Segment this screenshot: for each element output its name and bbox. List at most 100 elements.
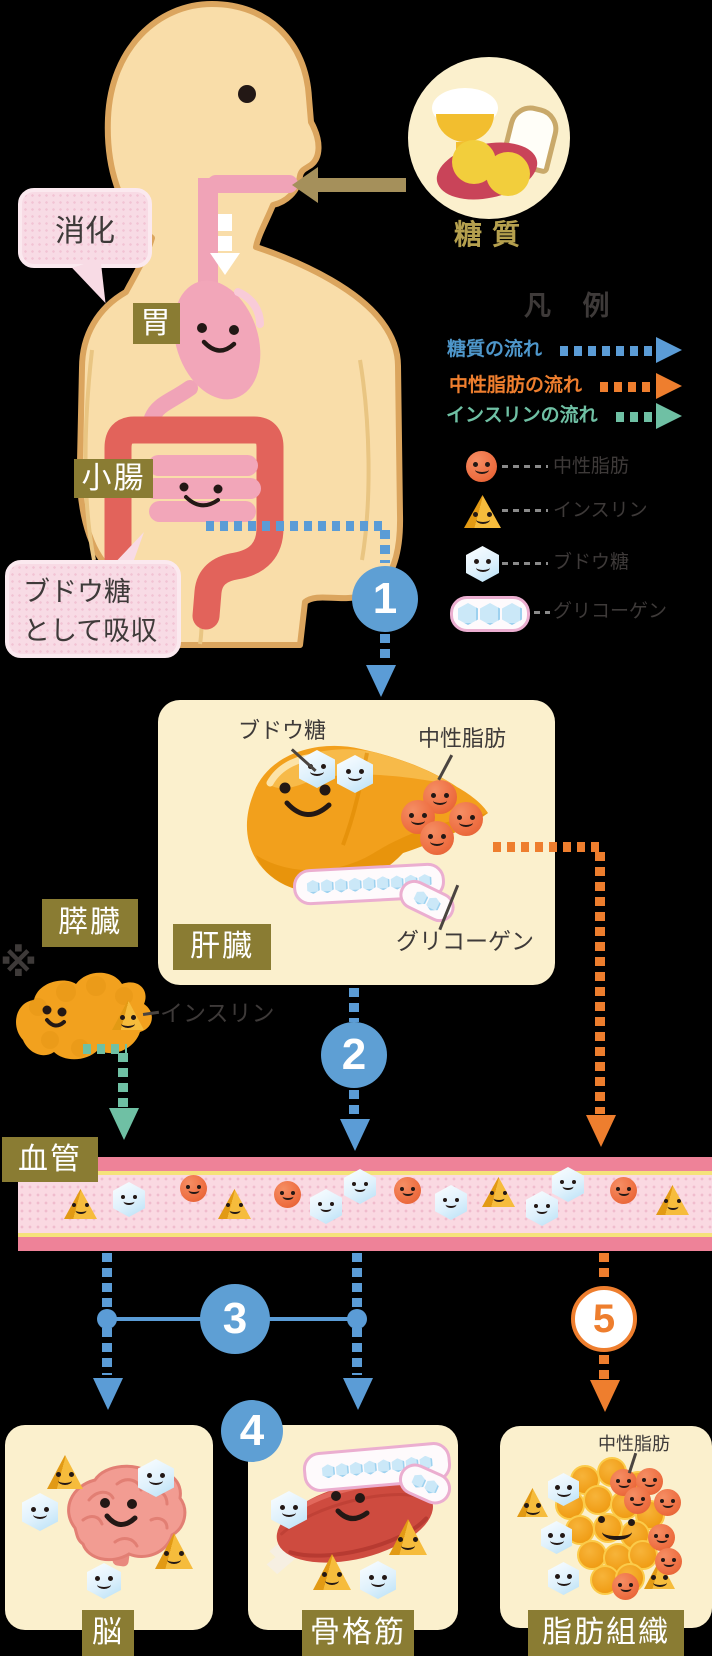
glucose-icon (138, 1459, 174, 1497)
muscle-chip: 骨格筋 (302, 1610, 414, 1656)
triglyceride-icon (654, 1489, 681, 1516)
stomach-chip-label: 胃 (140, 306, 173, 340)
digestion-bubble: 消化 (18, 188, 152, 268)
small-intestine-chip: 小腸 (74, 459, 153, 498)
glucose-icon (548, 1562, 579, 1595)
flow-arrow-head (343, 1378, 373, 1410)
legend-fat-arrow (600, 382, 654, 392)
vessel-chip: 血管 (2, 1137, 98, 1182)
liver-glycogen-label: グリコーゲン (396, 928, 534, 954)
flow-arrow-head (93, 1378, 123, 1410)
glucose-icon (526, 1191, 558, 1226)
glucose-icon (22, 1493, 58, 1531)
glucose-icon (310, 1189, 342, 1224)
flow-sugar-vertical (380, 530, 390, 563)
triglyceride-icon (274, 1181, 301, 1208)
triglyceride-icon (180, 1175, 207, 1202)
body-illustration (76, 1, 404, 648)
triglyceride-icon (420, 821, 454, 855)
flow-arrow-head (590, 1380, 620, 1412)
brain-chip-label: 脳 (92, 1616, 124, 1649)
legend-fat-arrow-head (656, 373, 682, 399)
liver-chip: 肝臓 (173, 924, 271, 970)
insulin-icon (464, 495, 501, 528)
step-2-badge: 2 (321, 1022, 387, 1088)
glucose-icon (466, 546, 499, 582)
flow-arrow-head (340, 1119, 370, 1151)
flow-sugar-vertical (380, 634, 390, 664)
stomach-chip: 胃 (133, 303, 180, 344)
note-mark: ※ (0, 943, 37, 985)
flow-fat-vertical (595, 852, 605, 1114)
muscle-chip-label: 骨格筋 (310, 1616, 406, 1649)
flow-to-adipose (599, 1253, 609, 1283)
legend-dash (502, 562, 548, 565)
glycogen-icon (450, 596, 530, 632)
triglyceride-icon (466, 451, 497, 482)
step-4-badge: 4 (221, 1400, 283, 1462)
adipose-chip: 脂肪組織 (528, 1610, 684, 1656)
liver-chip-label: 肝臓 (190, 930, 254, 963)
food-arrow-head (292, 167, 318, 203)
flow-insulin-vertical (118, 1053, 128, 1107)
pancreas-chip-label: 膵臓 (58, 906, 122, 939)
food-label: 糖質 (454, 219, 531, 250)
triglyceride-icon (610, 1177, 637, 1204)
triglyceride-icon (449, 802, 483, 836)
legend-heading: 凡 例 (524, 291, 622, 321)
glucose-icon (344, 1169, 376, 1204)
glucose-icon (548, 1473, 579, 1506)
legend-flow-fat: 中性脂肪の流れ (449, 375, 583, 396)
triglyceride-icon (624, 1487, 651, 1514)
flow-to-adipose (599, 1355, 609, 1379)
absorb-bubble: ブドウ糖 として吸収 (5, 560, 181, 658)
brain-chip: 脳 (82, 1610, 134, 1656)
legend-dash (502, 465, 548, 468)
step-5-badge: 5 (571, 1286, 637, 1352)
legend-item-glucose: ブドウ糖 (553, 552, 630, 573)
legend-item-glycogen: グリコーゲン (553, 601, 668, 622)
vessel-chip-label: 血管 (18, 1142, 82, 1176)
blood-vessel (18, 1157, 712, 1251)
triglyceride-icon (648, 1524, 675, 1551)
legend-insulin-arrow (616, 412, 654, 422)
connector-node (347, 1309, 367, 1329)
triglyceride-icon (612, 1573, 639, 1600)
absorb-bubble-text: ブドウ糖 として吸収 (23, 577, 158, 646)
liver-glucose-label: ブドウ糖 (238, 718, 327, 743)
small-intestine-illustration (144, 455, 261, 522)
legend-flow-insulin: インスリンの流れ (446, 405, 598, 426)
legend-flow-sugar: 糖質の流れ (447, 339, 543, 360)
flow-sugar-arrow-head (366, 665, 396, 697)
digestion-bubble-text: 消化 (55, 215, 115, 248)
glucose-icon (552, 1167, 584, 1202)
legend-sugar-arrow-head (656, 337, 682, 363)
large-intestine (104, 416, 284, 630)
triglyceride-icon (655, 1548, 682, 1575)
liver-fat-label: 中性脂肪 (418, 726, 507, 751)
flow-fat-arrow-head (586, 1115, 616, 1147)
flow-insulin-arrow-head (109, 1108, 139, 1140)
adipose-fat-label: 中性脂肪 (598, 1434, 670, 1454)
flow-liver-vessel (349, 988, 359, 1022)
triglyceride-icon (394, 1177, 421, 1204)
legend-dash (502, 509, 548, 512)
mouth-tube (207, 175, 298, 193)
food-to-mouth-arrow (318, 178, 406, 192)
glucose-icon (113, 1182, 145, 1217)
legend-dash (534, 611, 550, 614)
flow-fat-horizontal (493, 842, 603, 852)
adipose-chip-label: 脂肪組織 (542, 1616, 670, 1649)
connector-node (97, 1309, 117, 1329)
glucose-icon (541, 1521, 572, 1554)
legend-sugar-arrow (560, 346, 654, 356)
legend-insulin-arrow-head (656, 403, 682, 429)
pancreas-insulin-label: インスリン (160, 1000, 275, 1026)
flow-liver-vessel (349, 1090, 359, 1118)
step-1-badge: 1 (352, 566, 418, 632)
small-intestine-chip-label: 小腸 (81, 461, 146, 495)
legend-item-triglyceride: 中性脂肪 (553, 456, 630, 477)
flow-sugar-horizontal (206, 521, 382, 531)
stomach-illustration (144, 280, 264, 426)
